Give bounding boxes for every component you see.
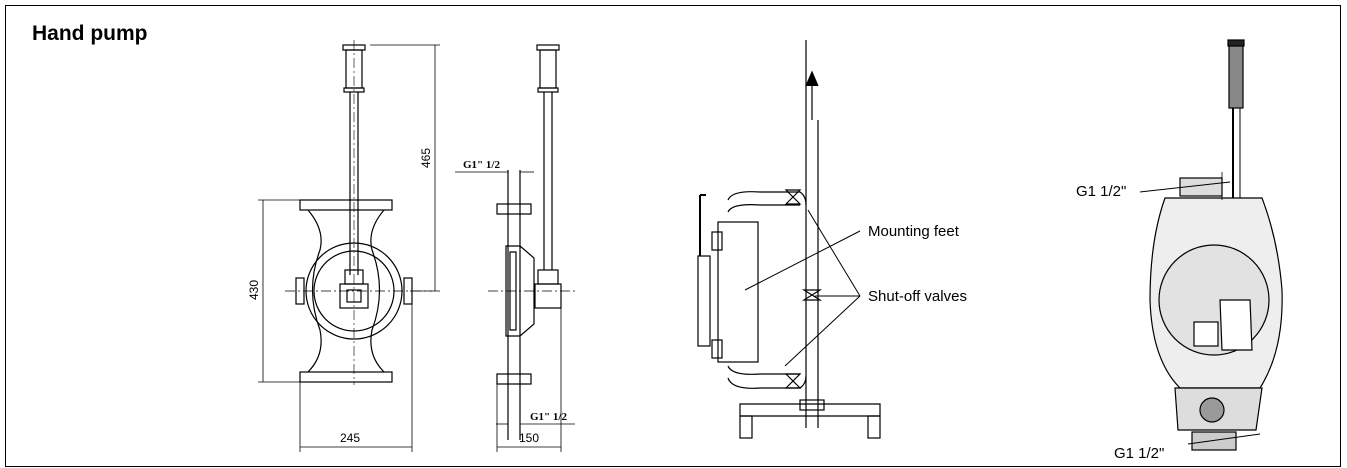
leader-valve-top <box>807 209 861 297</box>
pump-body <box>717 221 759 363</box>
photo-lever-block <box>1193 321 1219 347</box>
dim-430-label: 430 <box>247 280 261 300</box>
front-view <box>258 40 440 452</box>
dim-245-label: 245 <box>340 431 360 445</box>
handle-collar <box>343 87 365 93</box>
top-loop-pipe <box>727 191 807 206</box>
bottom-loop-pipe <box>727 375 807 389</box>
pump-flange-bottom <box>711 339 723 359</box>
side-handle-collar <box>537 87 559 93</box>
top-valve-icon <box>784 189 802 205</box>
pump-flange-top <box>711 231 723 251</box>
base-leg-right <box>867 415 881 439</box>
photo-dim-bottom <box>1187 433 1261 445</box>
body-right <box>370 209 385 373</box>
drawing-frame <box>5 5 1341 467</box>
top-loop-pipe-inner <box>727 204 800 213</box>
photo-handle-grip <box>1228 45 1244 109</box>
photo-port-bottom-label: G1 1/2" <box>1114 445 1164 462</box>
leader-valve-bottom <box>784 295 861 367</box>
base-leg-left <box>739 415 753 439</box>
photo-bottom-port <box>1191 431 1237 451</box>
leader-mounting-feet <box>744 230 861 291</box>
bottom-loop-pipe-inner <box>727 365 800 375</box>
side-view <box>455 44 578 452</box>
middle-valve-icon <box>801 289 823 301</box>
body-left <box>307 209 322 373</box>
photo-view <box>1139 39 1283 451</box>
pump-lever <box>697 255 711 347</box>
photo-port-top-label: G1 1/2" <box>1076 183 1126 200</box>
page-title: Hand pump <box>32 22 148 45</box>
photo-outlet <box>1199 397 1225 423</box>
side-bottom-flange <box>496 373 532 385</box>
dim-465-label: 465 <box>419 148 433 168</box>
shutoff-valves-label: Shut-off valves <box>868 288 967 305</box>
dim-g1-top-label: G1" 1/2 <box>463 159 500 171</box>
mounting-feet-label: Mounting feet <box>868 223 960 240</box>
dim-g1-bottom-label: G1" 1/2 <box>530 411 567 423</box>
side-lever-head <box>534 283 562 309</box>
side-body <box>505 245 535 337</box>
installation-view <box>697 40 881 439</box>
top-flange <box>299 199 393 211</box>
bottom-flange <box>299 371 393 383</box>
photo-dim-top <box>1139 181 1231 193</box>
side-top-flange <box>496 203 532 215</box>
side-diaphragm <box>509 251 517 331</box>
bottom-valve-icon <box>784 373 802 389</box>
photo-lever <box>1219 299 1253 351</box>
base-tee <box>799 399 825 411</box>
flow-arrow-icon <box>805 70 819 87</box>
dim-150-label: 150 <box>519 431 539 445</box>
